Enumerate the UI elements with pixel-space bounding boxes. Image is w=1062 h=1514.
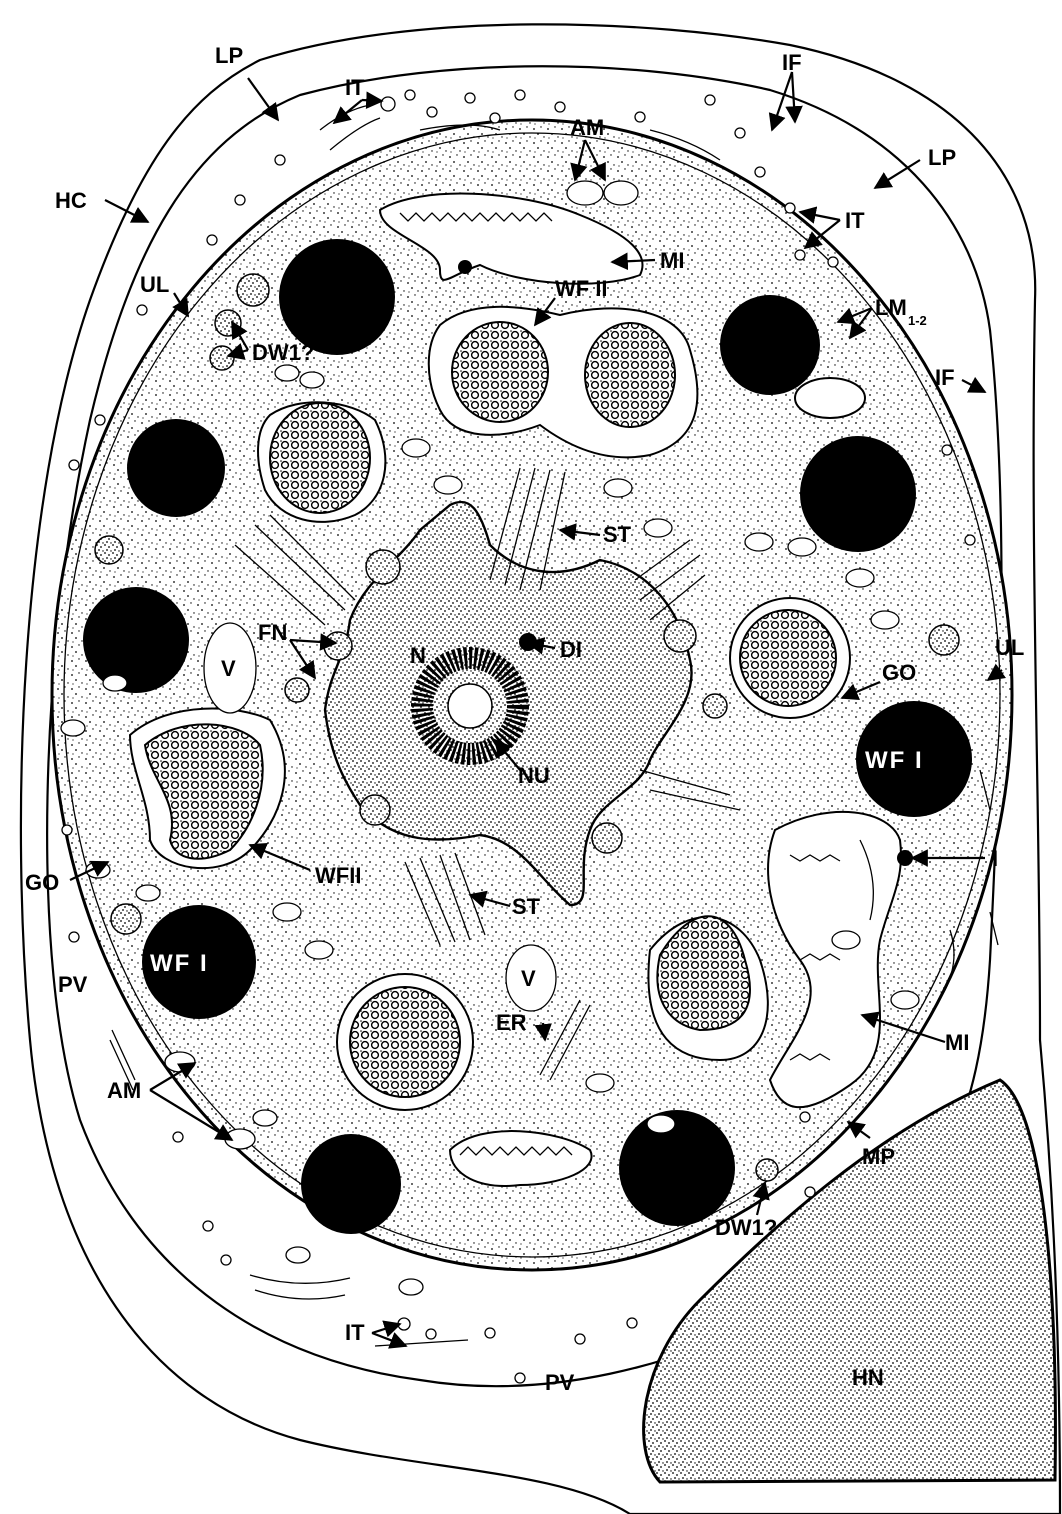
label-v-lower: V bbox=[521, 966, 536, 991]
label-n: N bbox=[410, 643, 426, 668]
label-wf1-right: WF I bbox=[865, 747, 924, 774]
label-st-bottom: ST bbox=[512, 894, 541, 919]
label-fn: FN bbox=[258, 620, 287, 645]
label-pv-bottom: PV bbox=[545, 1370, 575, 1395]
label-go-right: GO bbox=[882, 660, 916, 685]
label-hc: HC bbox=[55, 188, 87, 213]
label-lm-subscript: 1-2 bbox=[908, 313, 927, 328]
label-dw1-bottom: DW1? bbox=[715, 1215, 777, 1240]
label-it-right: IT bbox=[845, 208, 865, 233]
label-mp: MP bbox=[862, 1144, 895, 1169]
label-dw1-top: DW1? bbox=[252, 340, 314, 365]
label-it-top: IT bbox=[345, 75, 365, 100]
label-st-top: ST bbox=[603, 522, 632, 547]
label-it-bottom: IT bbox=[345, 1320, 365, 1345]
label-lm: LM bbox=[875, 295, 907, 320]
label-if-top: IF bbox=[782, 50, 802, 75]
label-mi-bottom: MI bbox=[945, 1030, 969, 1055]
label-ul-left: UL bbox=[140, 272, 169, 297]
label-v-upper: V bbox=[221, 656, 236, 681]
label-hn: HN bbox=[852, 1365, 884, 1390]
label-pv-left: PV bbox=[58, 972, 88, 997]
label-ul-right: UL bbox=[995, 635, 1024, 660]
label-am-top: AM bbox=[570, 115, 604, 140]
label-wf2-top: WF II bbox=[555, 276, 608, 301]
label-di: DI bbox=[560, 637, 582, 662]
label-i: I bbox=[992, 846, 998, 871]
label-lp-right: LP bbox=[928, 145, 956, 170]
label-lp-top: LP bbox=[215, 43, 243, 68]
label-wf2-left: WFII bbox=[315, 863, 361, 888]
label-er: ER bbox=[496, 1010, 527, 1035]
label-am-bottom: AM bbox=[107, 1078, 141, 1103]
label-wf1-left: WF I bbox=[150, 950, 209, 977]
label-if-right: IF bbox=[935, 365, 955, 390]
label-nu: NU bbox=[518, 763, 550, 788]
nucleolus-core bbox=[448, 684, 492, 728]
label-mi-top: MI bbox=[660, 248, 684, 273]
label-go-left: GO bbox=[25, 870, 59, 895]
dense-inclusion bbox=[519, 633, 537, 651]
